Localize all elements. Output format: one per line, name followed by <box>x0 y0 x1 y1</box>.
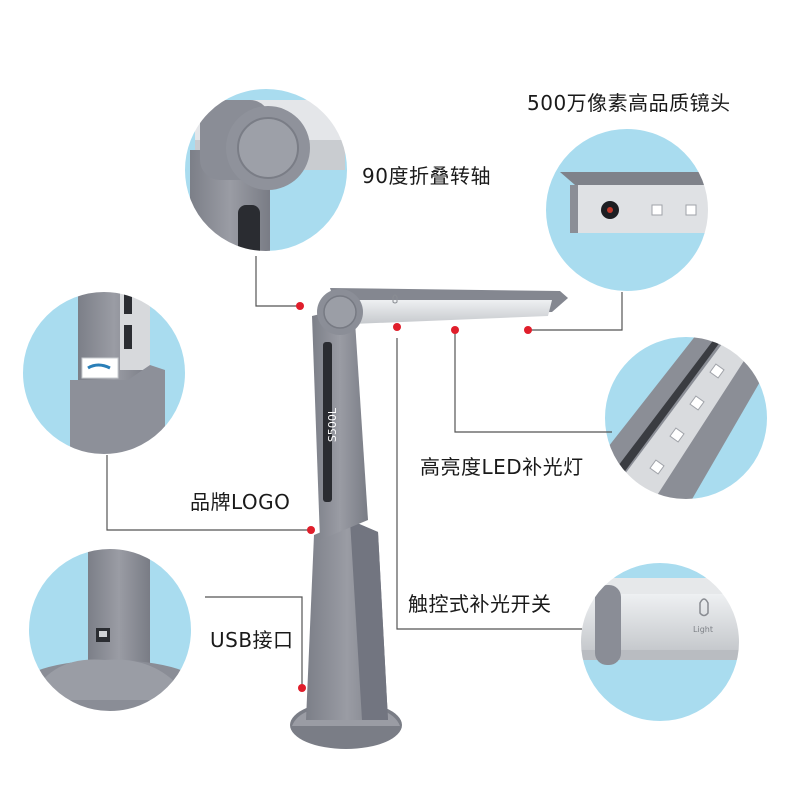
leader-usb <box>205 596 303 688</box>
callout-touch: Light <box>575 557 745 727</box>
marker-led <box>451 326 459 334</box>
device-arm <box>312 306 368 540</box>
markers <box>296 302 532 692</box>
leader-lines <box>106 256 623 688</box>
leader-camera <box>528 292 623 331</box>
label-led: 高亮度LED补光灯 <box>420 455 584 479</box>
marker-touch <box>393 323 401 331</box>
leader-led <box>454 330 612 433</box>
label-hinge: 90度折叠转轴 <box>362 164 491 188</box>
callout-led <box>599 331 773 505</box>
callout-hinge <box>179 83 353 257</box>
label-usb: USB接口 <box>210 628 294 652</box>
marker-hinge <box>296 302 304 310</box>
callout-logo <box>17 286 191 460</box>
callout-usb <box>23 543 197 717</box>
marker-logo <box>307 526 315 534</box>
callout-camera <box>540 123 714 297</box>
label-logo: 品牌LOGO <box>190 490 291 514</box>
document-camera: S500L <box>290 288 568 749</box>
leader-logo <box>106 455 311 531</box>
leader-hinge <box>255 256 300 307</box>
model-text: S500L <box>326 407 339 442</box>
marker-camera <box>524 326 532 334</box>
leader-touch <box>396 338 582 630</box>
label-touch: 触控式补光开关 <box>408 592 552 616</box>
label-camera: 500万像素高品质镜头 <box>527 91 731 115</box>
marker-usb <box>298 684 306 692</box>
callout-light-text: Light <box>693 625 713 634</box>
